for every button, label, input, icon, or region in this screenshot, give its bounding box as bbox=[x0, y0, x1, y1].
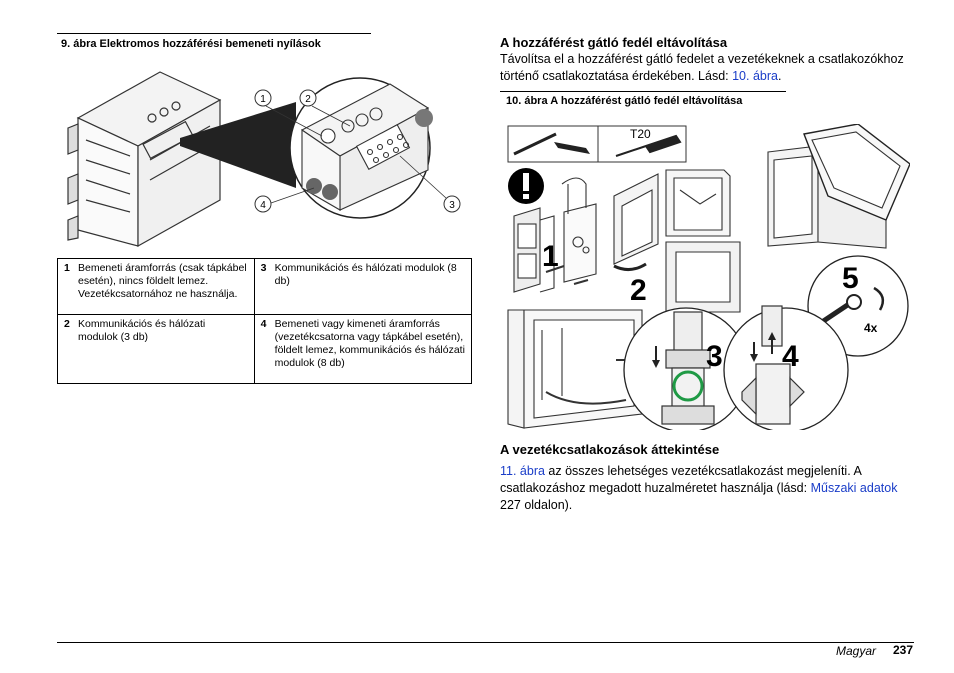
remove-cover-text-end: . bbox=[777, 69, 782, 83]
section-text-wiring-overview: 11. ábra az összes lehetséges vezetékcsa… bbox=[500, 463, 912, 514]
figure-10-illustration: T20 1 2 5 4x bbox=[507, 124, 910, 430]
step-5: 5 bbox=[842, 262, 859, 295]
legend-num-2: 2 bbox=[57, 314, 72, 384]
figure-9-legend-table: 1 Bemeneti áramforrás (csak tápkábel ese… bbox=[57, 258, 472, 384]
callout-2: 2 bbox=[305, 94, 311, 105]
callout-3: 3 bbox=[449, 200, 455, 211]
legend-num-4: 4 bbox=[253, 314, 269, 384]
legend-text-1: Bemeneti áramforrás (csak tápkábel eseté… bbox=[72, 258, 255, 315]
top-rule-right bbox=[500, 91, 786, 92]
technical-data-link[interactable]: Műszaki adatok bbox=[810, 481, 898, 495]
wiring-overview-text: az összes lehetséges vezetékcsatlakozást… bbox=[500, 464, 862, 495]
legend-num-3: 3 bbox=[253, 258, 269, 315]
legend-text-3: Kommunikációs és hálózati modulok (8 db) bbox=[268, 258, 472, 315]
figure-10-link[interactable]: 10. ábra bbox=[732, 69, 778, 83]
section-heading-wiring-overview: A vezetékcsatlakozások áttekintése bbox=[500, 442, 720, 457]
rotate-arrow-icon bbox=[613, 262, 647, 271]
screwdriver-icon bbox=[554, 142, 590, 154]
step-1: 1 bbox=[542, 240, 559, 273]
footer-language: Magyar bbox=[836, 644, 877, 658]
top-rule-left bbox=[57, 33, 371, 34]
remove-cover-text: Távolítsa el a hozzáférést gátló fedelet… bbox=[500, 52, 904, 83]
callout-4: 4 bbox=[260, 200, 266, 211]
step-2: 2 bbox=[630, 274, 647, 307]
footer-rule bbox=[57, 642, 914, 643]
figure-10-title: 10. ábra A hozzáférést gátló fedél eltáv… bbox=[506, 95, 743, 107]
figure-9-title: 9. ábra Elektromos hozzáférési bemeneti … bbox=[61, 38, 321, 50]
torx-screwdriver-icon bbox=[615, 134, 682, 157]
release-ring-icon bbox=[672, 370, 704, 402]
legend-text-4: Bemeneti vagy kimeneti áramforrás (vezet… bbox=[268, 314, 472, 384]
section-heading-remove-cover: A hozzáférést gátló fedél eltávolítása bbox=[500, 35, 728, 50]
table-row: 2 Kommunikációs és hálózati modulok (3 d… bbox=[57, 314, 472, 384]
t20-label: T20 bbox=[630, 127, 651, 141]
figure-9-illustration: 1 2 4 3 bbox=[67, 71, 461, 248]
footer-page-number: 237 bbox=[893, 643, 914, 657]
wiring-overview-text-end: 227 oldalon). bbox=[500, 498, 573, 512]
table-row: 1 Bemeneti áramforrás (csak tápkábel ese… bbox=[57, 258, 472, 315]
legend-text-2: Kommunikációs és hálózati modulok (3 db) bbox=[72, 314, 255, 384]
section-text-remove-cover: Távolítsa el a hozzáférést gátló fedelet… bbox=[500, 51, 910, 85]
legend-num-1: 1 bbox=[57, 258, 72, 315]
figure-11-link[interactable]: 11. ábra bbox=[500, 464, 545, 478]
callout-1: 1 bbox=[260, 94, 266, 105]
step-4: 4 bbox=[782, 340, 799, 373]
step-3: 3 bbox=[706, 340, 723, 373]
count-label: 4x bbox=[864, 321, 878, 335]
